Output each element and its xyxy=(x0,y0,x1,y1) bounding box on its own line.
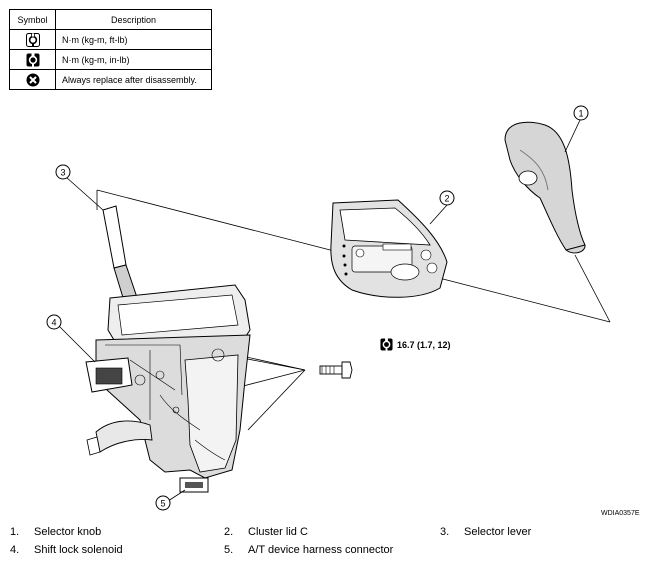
figure-code: WDIA0357E xyxy=(601,510,640,517)
legend-item: 4.Shift lock solenoid xyxy=(10,544,123,556)
callout-3: 3 xyxy=(55,164,71,180)
callout-5: 5 xyxy=(155,495,171,511)
legend-item: 3.Selector lever xyxy=(440,526,532,538)
selector-device-assembly xyxy=(85,284,251,493)
symbol-table: Symbol Description N·m (kg-m, ft-lb) N·m… xyxy=(9,9,212,90)
torque-spec: 16.7 (1.7, 12) xyxy=(380,338,451,351)
torque-wrench-icon xyxy=(25,32,40,47)
callout-label: 4 xyxy=(51,318,56,328)
bolt xyxy=(319,361,353,379)
callout-label: 3 xyxy=(60,168,65,178)
callout-label: 5 xyxy=(160,499,165,509)
legend-item: 5.A/T device harness connector xyxy=(224,544,394,556)
torque-wrench-filled-icon xyxy=(380,338,393,351)
torque-value: 16.7 (1.7, 12) xyxy=(397,339,451,350)
torque-wrench-filled-icon xyxy=(26,53,39,66)
callout-2: 2 xyxy=(439,190,455,206)
callout-label: 2 xyxy=(444,194,449,204)
legend-item: 1.Selector knob xyxy=(10,526,102,538)
symbol-row: Always replace after disassembly. xyxy=(9,69,212,90)
always-replace-icon xyxy=(26,73,39,86)
cluster-lid-c xyxy=(330,199,448,298)
selector-knob xyxy=(504,121,586,254)
description-cell: Always replace after disassembly. xyxy=(55,69,212,90)
legend-item: 2.Cluster lid C xyxy=(224,526,308,538)
callout-1: 1 xyxy=(573,105,589,121)
callout-4: 4 xyxy=(46,314,62,330)
callout-label: 1 xyxy=(578,109,583,119)
